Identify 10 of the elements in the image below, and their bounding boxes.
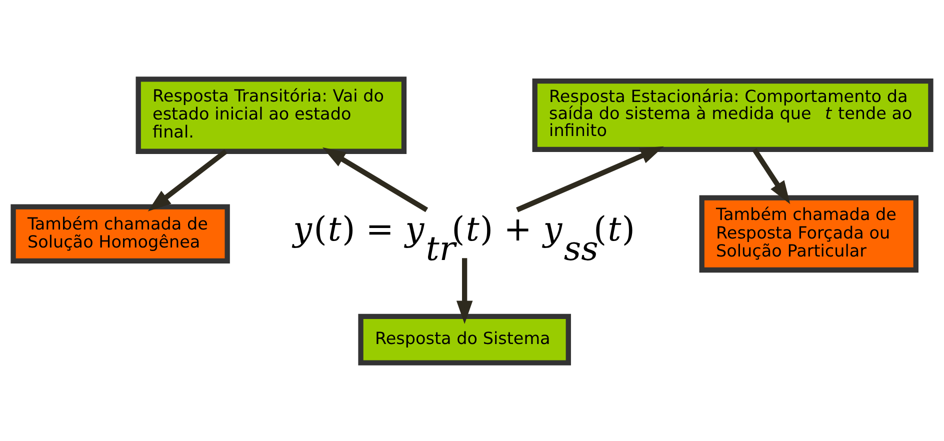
arrow: [752, 148, 790, 204]
arrow: [322, 146, 428, 212]
node-box: Resposta Transitória: Vai do estado inicial ao estado final.: [136, 76, 407, 154]
node-box: Resposta Estacionária: Comportamento da saída do sistema à medida que t tende ao infinito: [532, 78, 934, 152]
node-box: Também chamada de Solução Homogênea: [10, 204, 230, 264]
arrow: [148, 148, 228, 211]
arrow: [516, 146, 664, 212]
arrow: [456, 258, 473, 324]
node-box: Resposta do Sistema: [358, 313, 571, 365]
node-box: Também chamada de Resposta Forçada ou Solução Particular: [699, 194, 918, 272]
